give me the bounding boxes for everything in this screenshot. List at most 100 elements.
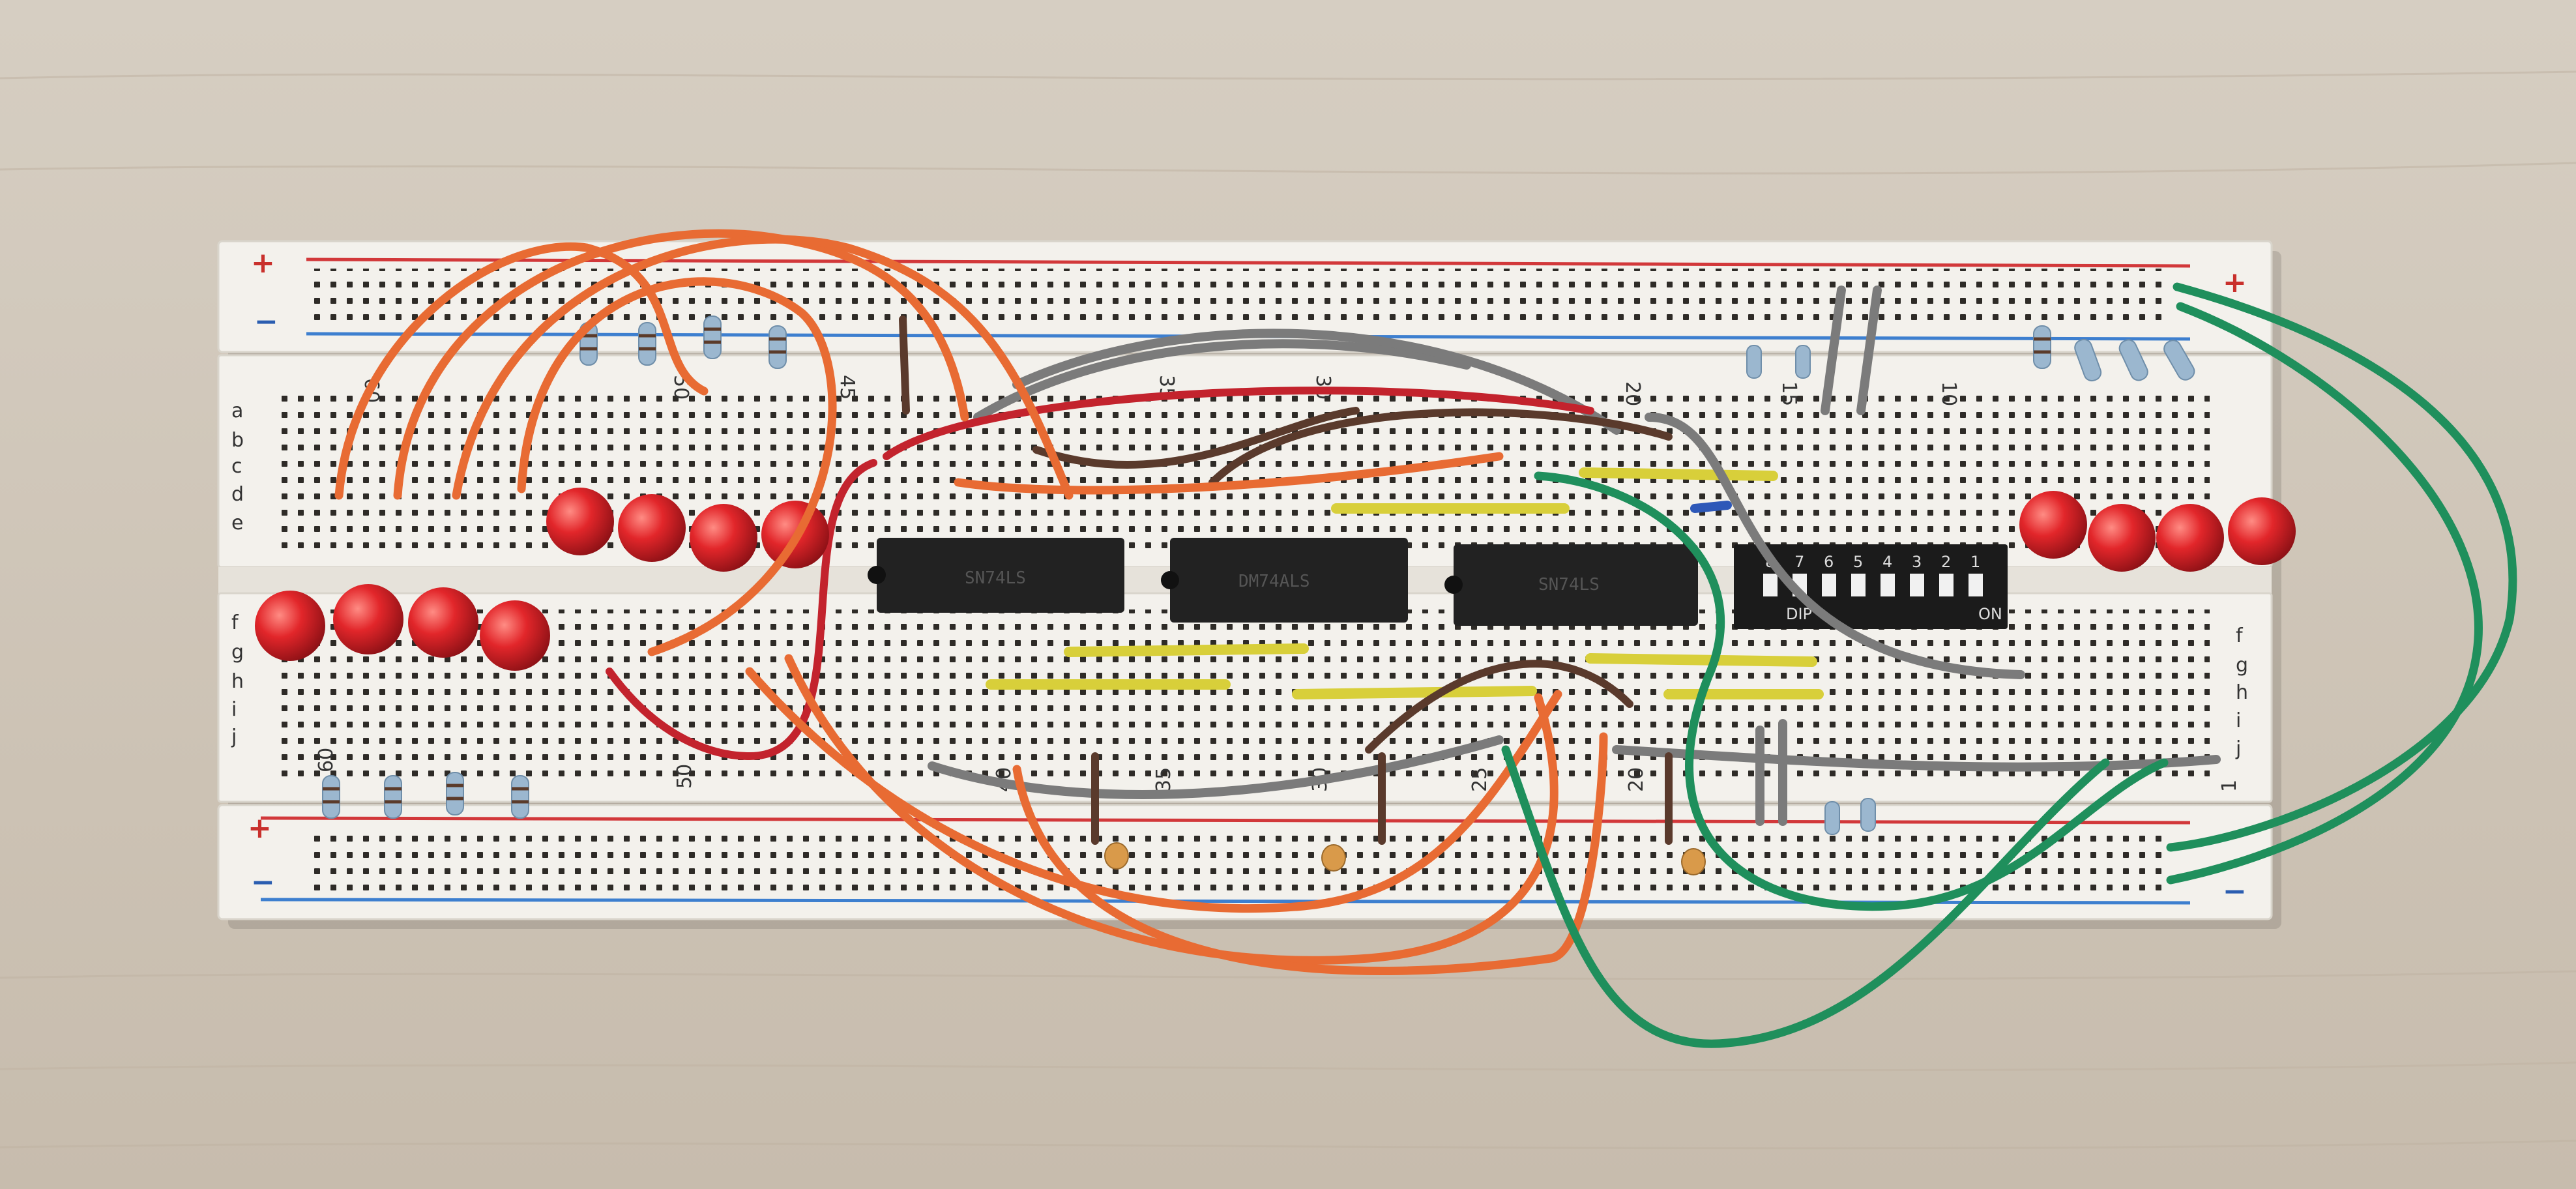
gray-wire [1645,413,2025,679]
dip-switch-levers [1763,574,1983,596]
ic-chip-1 [877,538,1124,613]
dip-number: 3 [1912,553,1922,571]
chip-notch [1161,571,1179,589]
brown-wire [899,316,910,415]
row-letter: h [2236,681,2248,704]
red-wires [606,387,1594,761]
gray-wire [1612,745,2221,772]
dip-number: 1 [1970,553,1980,571]
dip-switch-body [1734,544,2008,629]
column-number: 50 [673,764,696,789]
wood-grain [0,70,2576,1150]
green-wire [1501,745,2110,1048]
chip-notch [868,566,886,584]
resistor [703,316,722,359]
row-letters-top: a b c d e [231,400,244,535]
orange-wires [334,229,1608,976]
gray-wire [1856,286,1882,415]
brown-wire [1365,660,1633,754]
resistor [2118,339,2148,381]
resistor [1795,345,1811,379]
yellow-wire [1292,686,1537,699]
led [2228,497,2296,565]
column-number: 10 [1937,381,1960,406]
row-letter: a [231,400,243,422]
red-wire [883,387,1594,460]
rail-minus-top-left: − [254,305,278,338]
led [2019,491,2087,559]
gray-wire [1821,286,1846,415]
row-letter: h [231,670,244,693]
resistor [1860,798,1876,832]
resistor [384,775,402,819]
led [618,494,686,562]
led [690,504,757,572]
rail-plus-top-left: + [251,246,275,280]
chip-marking: SN74LS [1538,575,1600,594]
row-letter: j [2235,737,2241,760]
orange-wire [452,235,1074,500]
column-number: 20 [1621,381,1644,406]
led [2156,504,2224,572]
bottom-terminal-holes [280,609,2210,779]
gray-wire [1012,329,1621,435]
gray-wire [928,735,1504,799]
bottom-blue-rail-line [260,898,2191,905]
chip-marking: SN74LS [965,568,1026,588]
red-wire [606,459,877,761]
yellow-wire [1585,653,1817,667]
orange-wire [784,654,1559,965]
row-letter: f [2236,624,2244,647]
column-number: 45 [836,375,858,400]
green-wires [1501,282,2517,1048]
resistor [768,325,787,369]
resistor [446,772,464,815]
row-letter: i [231,698,237,721]
rail-minus-bottom-right: − [2223,875,2247,908]
green-wire [1534,471,2169,911]
column-number: 25 [1469,767,1491,792]
resistor-bands [323,327,2051,804]
resistor [511,775,529,819]
column-number: 35 [1152,767,1175,792]
resistor [2163,340,2195,381]
led [333,584,403,654]
capacitor [1104,842,1129,870]
resistor [322,775,340,819]
resistor [638,322,656,366]
rail-plus-top-right: + [2223,266,2247,299]
green-wire [2166,282,2517,852]
orange-wire [1012,732,1608,976]
dip-number: 4 [1882,553,1892,571]
dip-switch: 8 7 6 5 4 3 2 1 DIP ON [1734,544,2008,629]
capacitor [1321,844,1346,872]
led [546,488,614,555]
resistors [322,316,2195,835]
led [2088,504,2156,572]
dip-number: 5 [1853,553,1863,571]
capacitors [1104,842,1706,875]
row-letter: g [231,641,244,664]
led [255,591,325,661]
dip-number: 7 [1794,553,1804,571]
resistor [1824,801,1840,835]
leds-bottom-left [255,584,550,671]
row-letter: f [231,611,239,634]
row-letters-bottom: f g h i j f g h i j [231,611,2248,760]
column-number: 60 [315,748,338,772]
rail-plus-bottom-left: + [248,812,272,845]
yellow-wire [1064,643,1309,657]
column-number: 1 [2218,780,2241,792]
ic-chips: SN74LS DM74ALS SN74LS [868,538,1698,626]
brown-wires [899,316,1673,845]
blue-wire [1690,501,1732,513]
orange-wire [954,452,1504,495]
row-letter: i [2236,709,2241,732]
column-number: 20 [1625,767,1648,792]
yellow-jumpers [986,467,1824,699]
column-number: 15 [1778,381,1800,406]
rail-minus-bottom-left: − [251,866,275,899]
gray-wires [928,286,2221,826]
ic-chip-3 [1454,544,1698,626]
